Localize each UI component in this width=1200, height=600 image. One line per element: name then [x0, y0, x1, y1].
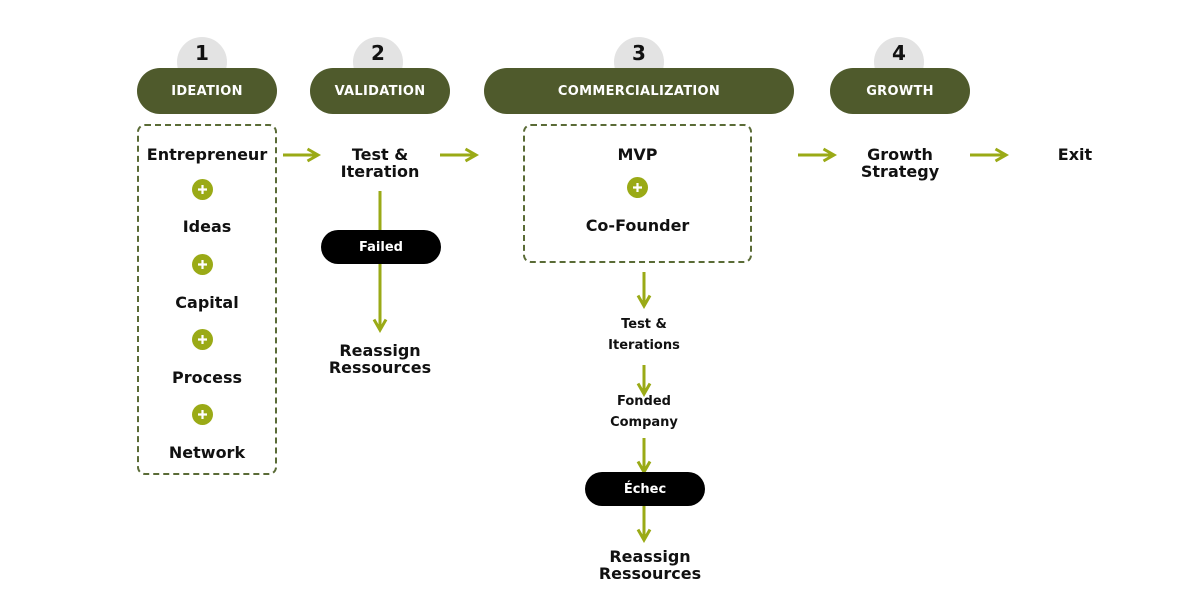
growth-strategy: Growth Strategy [860, 145, 940, 181]
ideation-item-process: Process [172, 368, 242, 387]
phase-commercialization-header: COMMERCIALIZATION [484, 68, 794, 114]
ideation-item-network: Network [168, 443, 246, 462]
commercialization-box [523, 124, 752, 263]
ideation-box [137, 124, 277, 475]
commercialization-mvp: MVP [617, 145, 658, 164]
plus-icon [192, 254, 213, 275]
validation-reassign-resources: Reassign Ressources [328, 341, 432, 377]
phase-growth-header: GROWTH [830, 68, 970, 114]
commercialization-fonded-company: Fonded Company [610, 394, 678, 430]
plus-icon [192, 404, 213, 425]
commercialization-test-iterations: Test & Iterations [608, 317, 680, 353]
commercialization-reassign-resources: Reassign Ressources [598, 547, 702, 583]
commercialization-echec-pill: Échec [585, 472, 705, 506]
phase-validation-header: VALIDATION [310, 68, 450, 114]
ideation-item-entrepreneur: Entrepreneur [146, 145, 268, 164]
growth-exit: Exit [1057, 145, 1093, 164]
plus-icon [627, 177, 648, 198]
ideation-item-ideas: Ideas [182, 217, 232, 236]
phase-ideation-header: IDEATION [137, 68, 277, 114]
ideation-item-capital: Capital [175, 293, 239, 312]
validation-failed-pill: Failed [321, 230, 441, 264]
commercialization-co-founder: Co-Founder [585, 216, 690, 235]
validation-test-iteration: Test & Iteration [340, 145, 420, 181]
plus-icon [192, 179, 213, 200]
plus-icon [192, 329, 213, 350]
